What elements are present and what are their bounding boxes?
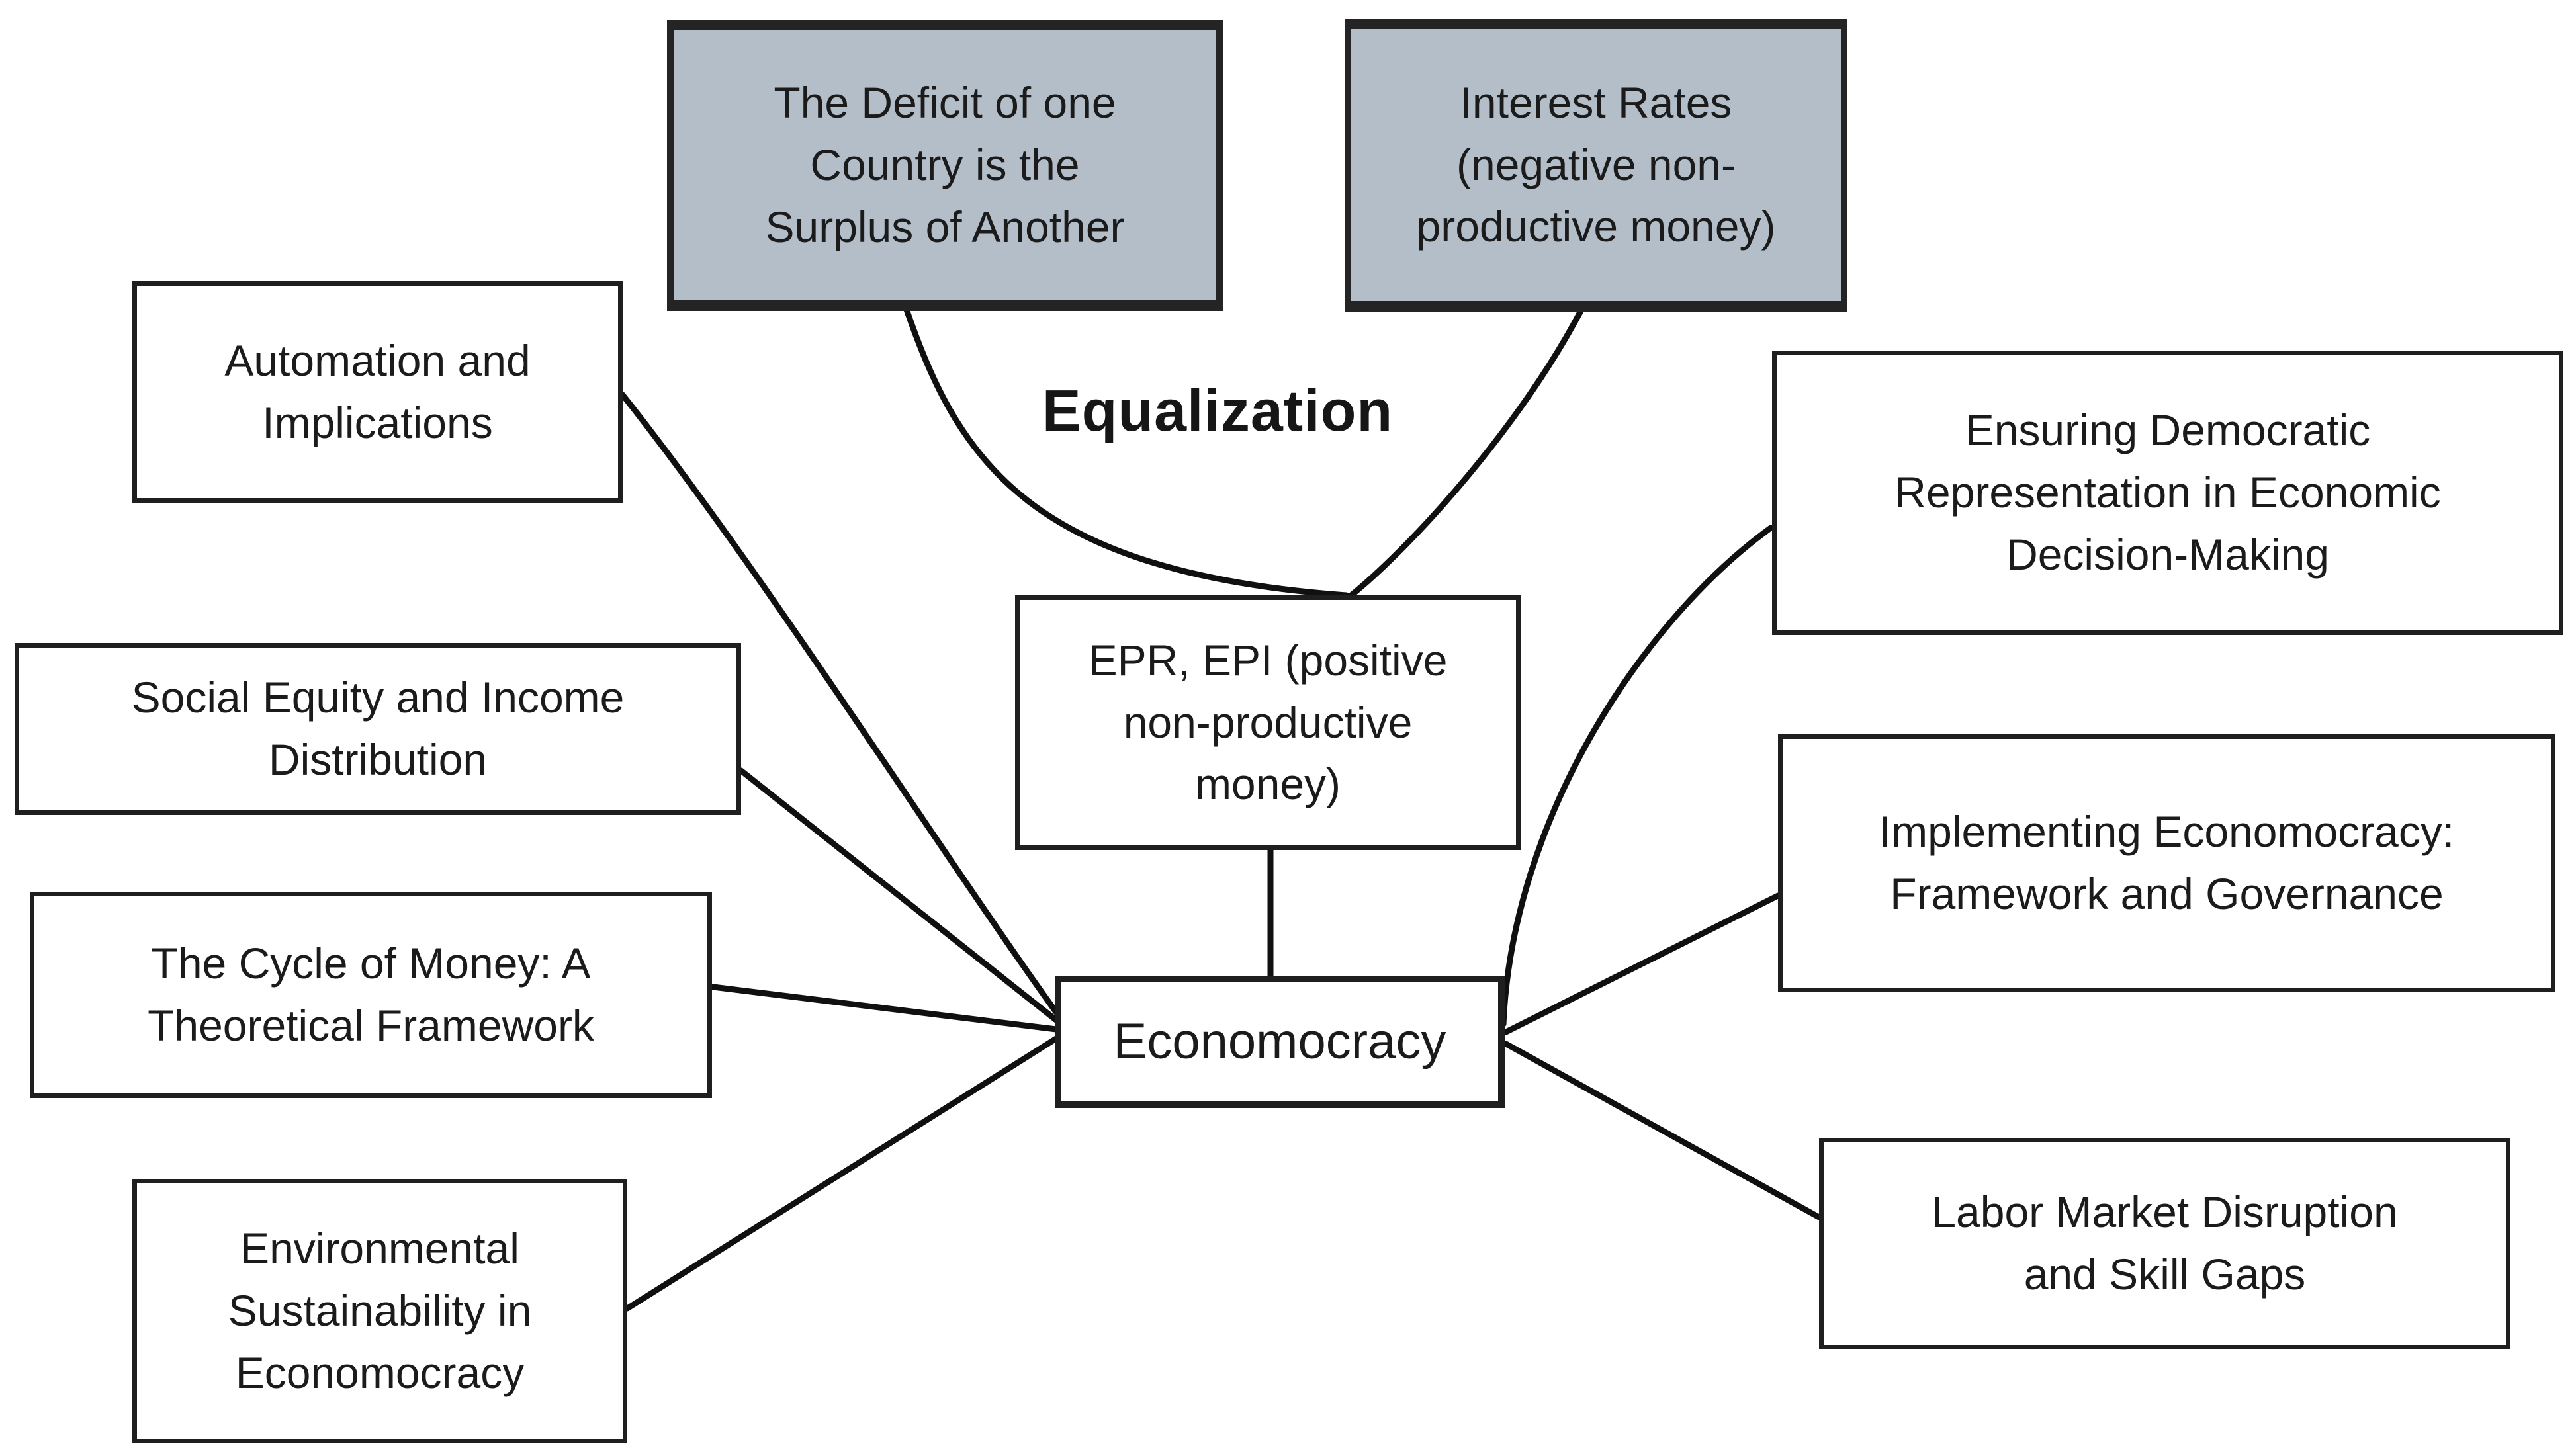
equalization-label-text: Equalization [1042,378,1394,443]
edge-cycle-economocracy [710,984,1059,1033]
node-implementing-economocracy: Implementing Economocracy: Framework and… [1778,734,2555,992]
node-democratic-representation: Ensuring Democratic Representation in Ec… [1772,351,2563,635]
node-automation: Automation and Implications [132,281,623,503]
node-deficit-surplus-label: The Deficit of one Country is the Surplu… [765,78,1125,251]
node-cycle-of-money: The Cycle of Money: A Theoretical Framew… [30,892,712,1098]
edge-automation-economocracy [619,392,1059,1015]
edge-interest-epr [1348,306,1585,599]
edge-labor-economocracy [1503,1041,1822,1220]
edge-implementing-economocracy [1503,892,1781,1035]
edge-environment-economocracy [624,1035,1059,1312]
node-environmental-sustainability-label: Environmental Sustainability in Economoc… [228,1224,532,1397]
node-labor-market: Labor Market Disruption and Skill Gaps [1819,1138,2510,1349]
node-economocracy: Economocracy [1055,976,1505,1108]
edge-ensuring-economocracy [1500,525,1774,1027]
node-democratic-representation-label: Ensuring Democratic Representation in Ec… [1894,406,2441,579]
node-cycle-of-money-label: The Cycle of Money: A Theoretical Framew… [148,939,594,1050]
node-environmental-sustainability: Environmental Sustainability in Economoc… [132,1179,627,1443]
node-labor-market-label: Labor Market Disruption and Skill Gaps [1932,1187,2398,1299]
edge-social-economocracy [738,767,1059,1023]
node-deficit-surplus: The Deficit of one Country is the Surplu… [667,20,1223,311]
node-epr-epi: EPR, EPI (positive non-productive money) [1015,595,1521,850]
node-interest-rates: Interest Rates (negative non- productive… [1345,19,1847,312]
node-interest-rates-label: Interest Rates (negative non- productive… [1416,77,1776,251]
node-economocracy-label: Economocracy [1113,1013,1446,1070]
edge-deficit-epr [903,306,1350,599]
equalization-label: Equalization [993,368,1443,454]
node-social-equity: Social Equity and Income Distribution [15,643,741,815]
node-automation-label: Automation and Implications [224,335,531,447]
node-epr-epi-label: EPR, EPI (positive non-productive money) [1088,635,1448,809]
node-social-equity-label: Social Equity and Income Distribution [131,673,625,784]
node-implementing-economocracy-label: Implementing Economocracy: Framework and… [1879,807,2455,918]
